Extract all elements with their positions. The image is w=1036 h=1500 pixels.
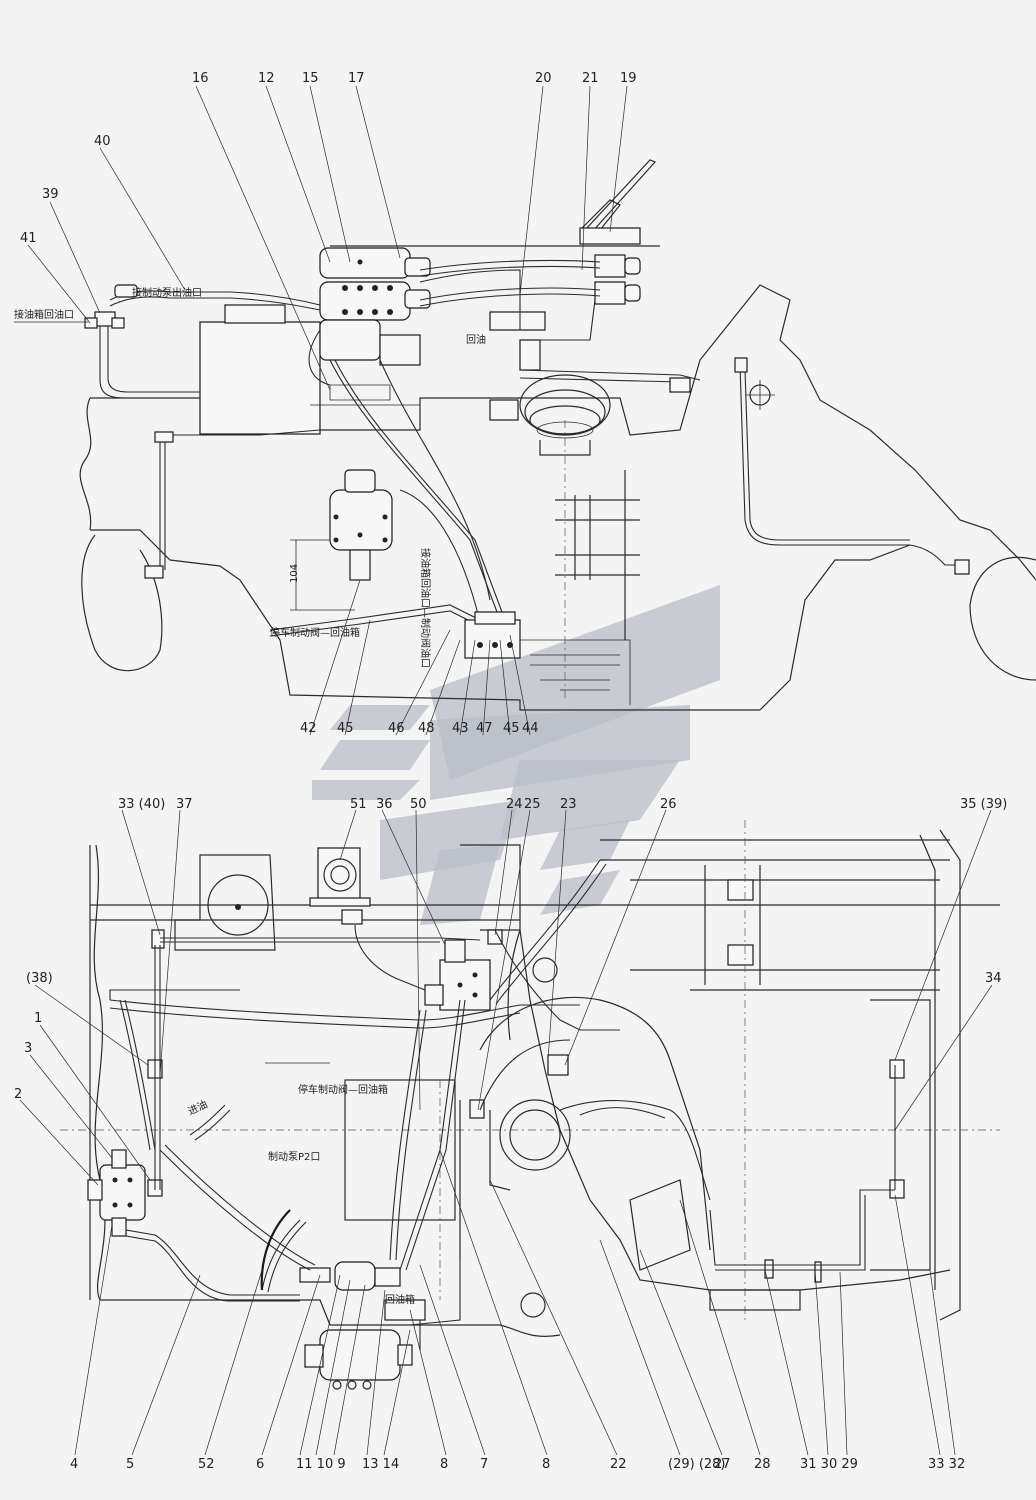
callout-50: 50: [410, 797, 427, 812]
callouts-lower-top: 33 (40) 37 51 36 50 24 25 23 26 35 (39) …: [14, 797, 1007, 1102]
callout-36: 36: [376, 797, 393, 812]
callout-48: 48: [418, 721, 435, 736]
lower-pipes: [109, 859, 896, 1350]
callout-25: 25: [524, 797, 541, 812]
callout-43: 43: [452, 721, 469, 736]
callouts-top: 16 12 15 17 20 21 19 40 39 41: [20, 71, 637, 246]
note-brake-supply: 制动泵P2口: [268, 1150, 320, 1163]
callout-15: 15: [302, 71, 319, 86]
callout-27: 27: [714, 1457, 731, 1472]
callout-8: 8: [440, 1457, 448, 1472]
annotation-notes: 接油箱回油口 接制动泵出油口 回油 104 接油箱回油口—制动阀油口 停车制动阀…: [14, 286, 486, 1306]
callout-2: 2: [14, 1087, 22, 1102]
callout-44: 44: [522, 721, 539, 736]
callout-40: 40: [94, 134, 111, 149]
callout-47: 47: [476, 721, 493, 736]
callout-29-28: (29) (28): [668, 1457, 726, 1472]
callout-52: 52: [198, 1457, 215, 1472]
watermark-logo: [312, 585, 720, 925]
callout-1: 1: [34, 1011, 42, 1026]
callout-24: 24: [506, 797, 523, 812]
callout-6: 6: [256, 1457, 264, 1472]
callouts-mid: 42 45 46 48 43 47 45 44: [300, 721, 539, 736]
callout-46: 46: [388, 721, 405, 736]
callout-23: 23: [560, 797, 577, 812]
leader-lines: [19, 85, 993, 1456]
note-vertical: 接油箱回油口—制动阀油口: [419, 548, 432, 668]
callout-45b: 45: [503, 721, 520, 736]
brake-valve-assembly: [199, 247, 431, 435]
note-park-return-lower: 停车制动阀—回油箱: [298, 1083, 388, 1096]
callout-19: 19: [620, 71, 637, 86]
callout-20: 20: [535, 71, 552, 86]
callout-39: 39: [42, 187, 59, 202]
callout-38: (38): [26, 971, 53, 986]
callout-33-40: 33 (40): [118, 797, 165, 812]
note-to-tank: 接油箱回油口: [14, 308, 74, 321]
top-pipes: [99, 259, 960, 637]
callout-45: 45: [337, 721, 354, 736]
callout-37: 37: [176, 797, 193, 812]
callout-4: 4: [70, 1457, 78, 1472]
callout-51: 51: [350, 797, 367, 812]
note-to-steer: 接制动泵出油口: [132, 286, 202, 299]
note-dim: 104: [289, 564, 300, 583]
callout-7: 7: [480, 1457, 488, 1472]
note-return-lower: 回油箱: [385, 1293, 415, 1306]
callout-34: 34: [985, 971, 1002, 986]
callout-8b: 8: [542, 1457, 550, 1472]
brake-pedal-assembly: [330, 159, 660, 421]
callout-42: 42: [300, 721, 317, 736]
callout-26: 26: [660, 797, 677, 812]
callout-12: 12: [258, 71, 275, 86]
callout-17: 17: [348, 71, 365, 86]
callout-13-14: 13 14: [362, 1457, 399, 1472]
callout-22: 22: [610, 1457, 627, 1472]
callout-28: 28: [754, 1457, 771, 1472]
callout-41: 41: [20, 231, 37, 246]
note-return: 回油: [466, 333, 486, 346]
callout-35-39: 35 (39): [960, 797, 1007, 812]
callout-11-10-9: 11 10 9: [296, 1457, 346, 1472]
top-left-fittings: [84, 284, 970, 579]
callout-5: 5: [126, 1457, 134, 1472]
brake-disc: [519, 374, 775, 456]
callout-16: 16: [192, 71, 209, 86]
callout-33-32: 33 32: [928, 1457, 965, 1472]
callout-31-30-29: 31 30 29: [800, 1457, 858, 1472]
callout-3: 3: [24, 1041, 32, 1056]
callout-21: 21: [582, 71, 599, 86]
lower-frame-outline: [60, 820, 1000, 1337]
note-oil-in: 进油: [186, 1097, 210, 1117]
note-park-return: 停车制动阀—回油箱: [270, 626, 360, 639]
callouts-bottom: 4 5 52 6 11 10 9 13 14 8 7 8 22 (29) (28…: [70, 1457, 965, 1472]
top-frame-outline: [79, 284, 1036, 711]
